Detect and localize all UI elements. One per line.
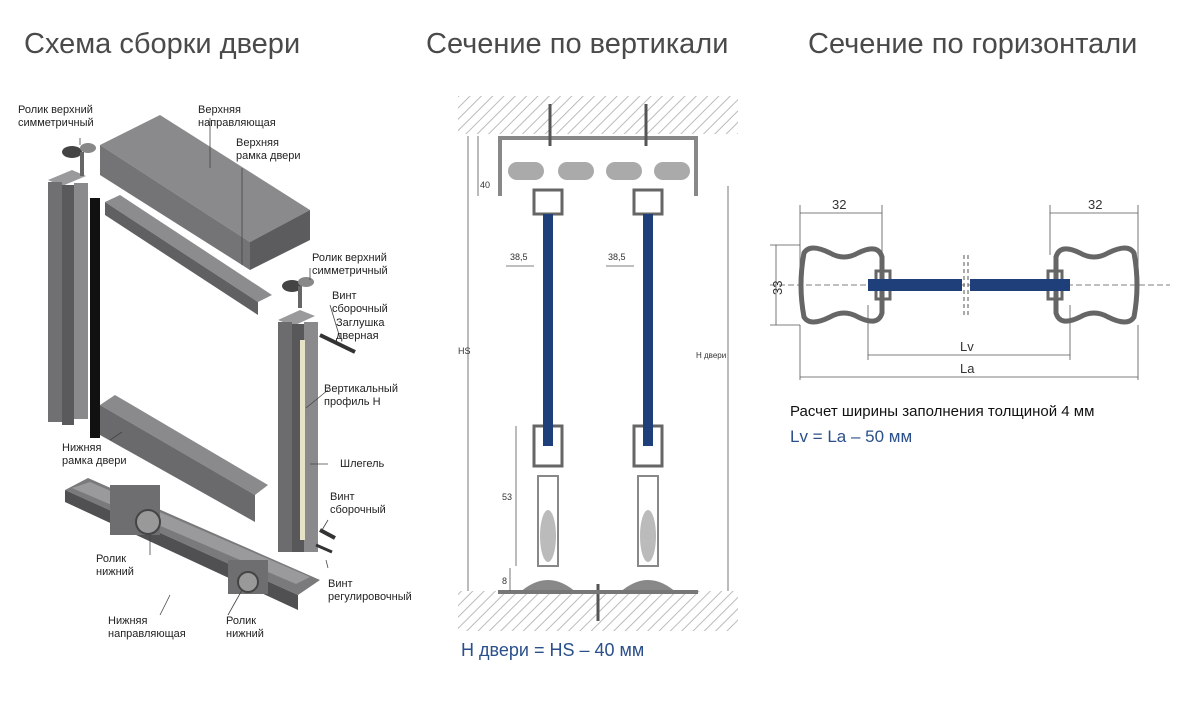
dim-33: 33 <box>770 281 785 295</box>
dim-32-right: 32 <box>1088 197 1102 212</box>
horizontal-formula: Lv = La – 50 мм <box>790 427 913 446</box>
left-panel-blue <box>543 214 553 446</box>
dim-40: 40 <box>480 180 490 190</box>
vertical-section-diagram: 40 38,5 38,5 HS Н двери 53 8 <box>458 96 738 631</box>
vertical-formula: Н двери = HS – 40 мм <box>461 640 645 660</box>
label-schlegel: Шлегель <box>340 458 385 470</box>
dim-lv: Lv <box>960 339 974 354</box>
top-frame-part <box>105 195 272 315</box>
right-vertical-profile <box>278 310 318 552</box>
dim-53: 53 <box>502 492 512 502</box>
right-door-section <box>618 188 678 594</box>
dim-h-door: Н двери <box>696 351 726 360</box>
right-panel-blue <box>643 214 653 446</box>
assembly-diagram <box>48 115 356 616</box>
bottom-frame-part <box>100 395 268 522</box>
right-bone-profile <box>1053 245 1140 325</box>
screws <box>315 333 356 554</box>
horizontal-section-title: Сечение по горизонтали <box>808 28 1138 60</box>
top-roller-1-part <box>62 143 96 176</box>
dim-38-5-left: 38,5 <box>510 252 528 262</box>
top-guide-part <box>100 115 310 270</box>
left-door-section <box>518 188 578 594</box>
top-roller-2-part <box>282 277 314 308</box>
dim-la: La <box>960 361 975 376</box>
left-vertical-profile <box>48 170 100 438</box>
horizontal-note: Расчет ширины заполнения толщиной 4 мм <box>790 403 1095 420</box>
dim-38-5-right: 38,5 <box>608 252 626 262</box>
dim-hs: HS <box>458 346 471 356</box>
assembly-leaders <box>79 118 341 616</box>
assembly-title: Схема сборки двери <box>24 28 301 60</box>
bottom-rollers <box>110 485 268 594</box>
horizontal-section-diagram: 32 32 33 Lv La <box>770 197 1170 380</box>
left-bone-profile <box>798 245 885 325</box>
ceiling-hatch <box>458 96 738 134</box>
dim-8: 8 <box>502 576 507 586</box>
vertical-section-title: Сечение по вертикали <box>426 28 729 60</box>
horizontal-panel-blue-left <box>868 279 962 291</box>
dim-32-left: 32 <box>832 197 846 212</box>
horizontal-panel-blue-right <box>970 279 1070 291</box>
